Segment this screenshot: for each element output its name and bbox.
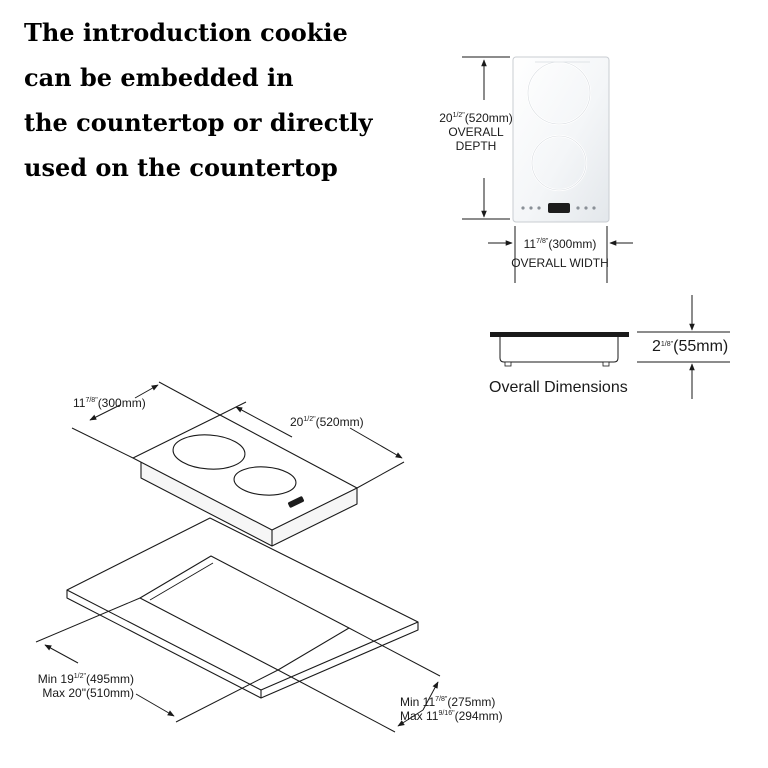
iso-depth-whole: 20: [290, 415, 304, 429]
side-view-cooktop: [490, 332, 629, 367]
top-depth-caption-2: DEPTH: [455, 139, 497, 153]
iso-width-whole: 11: [73, 396, 86, 410]
headline: The introduction cookie can be embedded …: [24, 10, 384, 190]
top-width-label: 117/8"(300mm): [505, 237, 615, 251]
cutout-depth-min-metric: (495mm): [85, 672, 134, 686]
top-depth-label: 201/2"(520mm) OVERALL DEPTH: [430, 111, 522, 153]
touch-controls: [521, 206, 596, 210]
top-depth-whole: 20: [439, 111, 453, 125]
cutout-width-max-fraction: 9/16": [438, 710, 455, 717]
cutout-depth-dimension: [35, 597, 279, 723]
headline-line-3: the countertop or directly: [24, 108, 373, 137]
iso-depth-label: 201/2"(520mm): [290, 415, 364, 429]
side-height-metric: (55mm): [673, 338, 729, 355]
iso-countertop: [66, 517, 419, 699]
iso-depth-metric: (520mm): [315, 415, 364, 429]
iso-cooktop: [132, 414, 358, 547]
top-width-dimension: [488, 226, 633, 283]
cutout-depth-min: Min 19: [37, 672, 74, 686]
overall-dimensions-caption: Overall Dimensions: [489, 379, 628, 396]
iso-width-dimension: [71, 381, 221, 459]
iso-depth-dimension: [219, 401, 405, 489]
side-height-label: 21/8"(55mm): [652, 338, 729, 355]
top-depth-fraction: 1/2": [452, 112, 465, 119]
iso-width-metric: (300mm): [97, 396, 146, 410]
iso-width-label: 117/8"(300mm): [73, 396, 146, 410]
top-width-caption: OVERALL WIDTH: [511, 256, 609, 270]
cutout-depth-max-metric: (510mm): [85, 686, 134, 700]
top-width-metric: (300mm): [548, 237, 597, 251]
iso-width-fraction: 7/8": [85, 397, 98, 404]
cutout-width-min-metric: (275mm): [447, 695, 496, 709]
cutout-width-min: Min 11: [400, 695, 436, 709]
top-depth-dimension: [462, 56, 510, 220]
side-height-fraction: 1/8": [660, 341, 674, 348]
cutout-depth-max: Max 20": [42, 686, 86, 700]
top-depth-caption-1: OVERALL: [448, 125, 504, 139]
top-width-fraction: 7/8": [536, 238, 549, 245]
cutout-width-label: Min 117/8"(275mm) Max 119/16"(294mm): [400, 695, 503, 723]
top-width-whole: 11: [523, 237, 537, 251]
iso-depth-fraction: 1/2": [303, 416, 316, 423]
headline-line-2: can be embedded in: [24, 63, 294, 92]
side-height-dimension: [637, 295, 730, 399]
top-depth-metric: (520mm): [464, 111, 513, 125]
cutout-depth-label: Min 191/2"(495mm) Max 20"(510mm): [20, 672, 134, 700]
display-panel: [548, 203, 570, 213]
cutout-width-dimension: [277, 627, 441, 733]
side-height-whole: 2: [652, 338, 661, 355]
cutout-depth-min-fraction: 1/2": [73, 673, 86, 680]
cutout-width-min-fraction: 7/8": [435, 696, 448, 703]
headline-line-4: used on the countertop: [24, 153, 338, 182]
top-view-cooktop: [512, 56, 610, 223]
headline-line-1: The introduction cookie: [24, 18, 348, 47]
cutout-width-max-metric: (294mm): [454, 709, 503, 723]
cutout-width-max: Max 11: [400, 709, 439, 723]
